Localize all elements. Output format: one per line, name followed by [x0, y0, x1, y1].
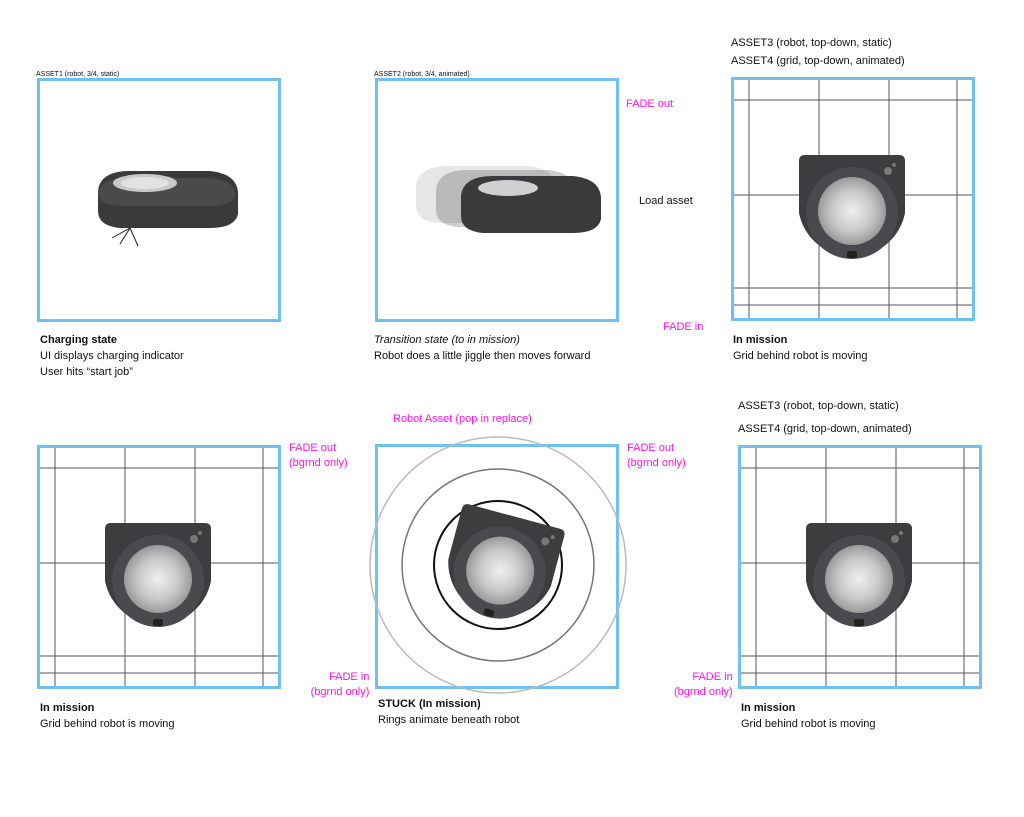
fade-in-bg-note: FADE in (bgrnd only): [307, 670, 370, 700]
note-line: (bgrnd only): [627, 457, 686, 469]
asset3-label-2: ASSET3 (robot, top-down, static): [738, 400, 899, 412]
fade-out-bg-note: FADE out (bgrnd only): [289, 441, 348, 471]
asset1-label: ASSET1 (robot, 3/4, static): [36, 71, 120, 78]
fade-out-note: FADE out: [626, 98, 674, 110]
robot-asset-note: Robot Asset (pop in replace): [393, 413, 532, 425]
asset4-label: ASSET4 (grid, top-down, animated): [731, 55, 905, 67]
caption-stuck: STUCK (In mission) Rings animate beneath…: [378, 696, 519, 728]
robot-top-down-image: [105, 523, 211, 627]
frame-in-mission-2: [37, 445, 281, 689]
note-line: FADE in: [692, 671, 733, 683]
caption-line: Rings animate beneath robot: [378, 714, 520, 726]
caption-title: In mission: [733, 334, 788, 346]
ring-outer: [369, 436, 627, 694]
robot-3-4-animated-image: [416, 166, 601, 233]
fade-out-bg-note-2: FADE out (bgrnd only): [627, 441, 686, 471]
caption-title: In mission: [40, 702, 95, 714]
caption-line: Grid behind robot is moving: [40, 718, 175, 730]
asset2-label: ASSET2 (robot, 3/4, animated): [374, 71, 470, 78]
frame-in-mission-1: [731, 77, 975, 321]
robot-top-down-image: [806, 523, 912, 627]
frame-in-mission-3: [738, 445, 982, 689]
caption-line: User hits “start job”: [40, 366, 133, 378]
frame-charging: [37, 78, 281, 322]
caption-title: Charging state: [40, 334, 118, 346]
caption-title: Transition state (to in mission): [374, 334, 520, 346]
robot-3-4-image: [98, 171, 238, 247]
caption-charging: Charging state UI displays charging indi…: [40, 332, 184, 380]
robot-top-down-image: [799, 155, 905, 259]
caption-line: UI displays charging indicator: [40, 350, 184, 362]
note-line: (bgrnd only): [310, 686, 370, 698]
ring-middle: [401, 468, 595, 662]
asset4-label-2: ASSET4 (grid, top-down, animated): [738, 423, 912, 435]
fade-in-bg-note-2: FADE in (bgrnd only): [674, 670, 733, 700]
load-asset-note: Load asset: [639, 195, 693, 207]
caption-in-mission-1: In mission Grid behind robot is moving: [733, 332, 868, 364]
ring-inner: [433, 500, 563, 630]
note-line: (bgrnd only): [289, 457, 348, 469]
note-line: (bgrnd only): [674, 686, 733, 698]
caption-transition: Transition state (to in mission) Robot d…: [374, 332, 590, 364]
caption-title: In mission: [741, 702, 796, 714]
caption-in-mission-2: In mission Grid behind robot is moving: [40, 700, 175, 732]
fade-in-note: FADE in: [663, 321, 704, 333]
note-line: FADE out: [627, 442, 675, 454]
asset3-label: ASSET3 (robot, top-down, static): [731, 37, 892, 49]
stuck-rings: [369, 436, 627, 694]
caption-in-mission-3: In mission Grid behind robot is moving: [741, 700, 876, 732]
caption-line: Grid behind robot is moving: [741, 718, 876, 730]
caption-title: STUCK (In mission): [378, 698, 481, 710]
frame-stuck: [375, 444, 619, 689]
note-line: FADE in: [329, 671, 370, 683]
frame-transition: [375, 78, 619, 322]
caption-line: Grid behind robot is moving: [733, 350, 868, 362]
caption-line: Robot does a little jiggle then moves fo…: [374, 350, 591, 362]
note-line: FADE out: [289, 442, 337, 454]
